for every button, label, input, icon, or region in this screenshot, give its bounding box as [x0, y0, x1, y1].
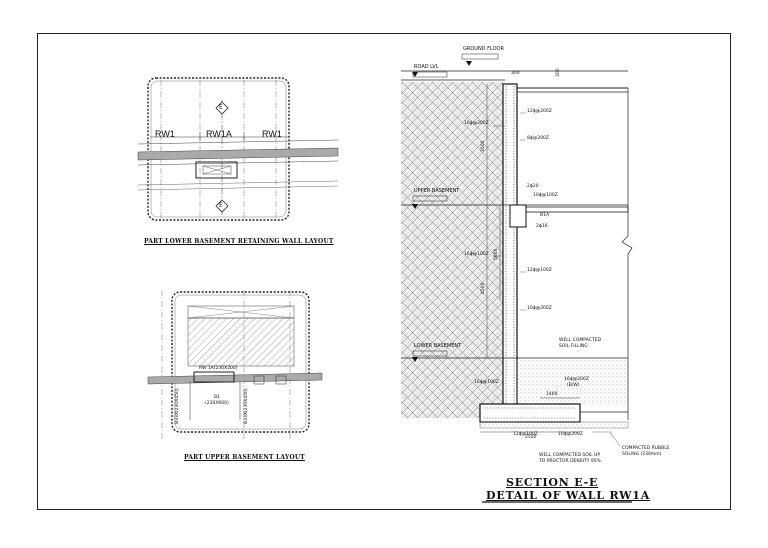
dim-2500: 2500	[525, 435, 537, 440]
note-rubble-2: SOLING (230mm)	[622, 452, 662, 457]
note-rubble-1: COMPACTED RUBBLE	[622, 446, 670, 451]
plan-lower-basement	[137, 77, 339, 221]
section-e-e	[401, 53, 633, 447]
rebar-label-1: 16ɸ@200Z	[464, 121, 489, 126]
rebar-label-10: 10ɸ@200Z	[527, 306, 552, 311]
note-compaction-2: TO PROCTOR DENSITY 95%	[539, 459, 601, 464]
rebar-label-12: 16ɸ@200Z	[564, 377, 589, 382]
lower-basement-label: LOWER BASEMENT	[414, 343, 462, 349]
rebar-label-2: 12ɸ@200Z	[527, 109, 552, 114]
wall-label-rw1a: RW1A	[206, 129, 232, 139]
road-level-label: ROAD LVL	[414, 64, 439, 70]
section-marker-label-bottom: E	[219, 202, 223, 209]
dim-4500: 4500	[481, 282, 486, 294]
rebar-label-6: B1A	[540, 213, 550, 218]
rebar-label-4: 2ɸ20	[527, 184, 539, 189]
rebar-label-9: 12ɸ@100Z	[527, 268, 552, 273]
rebar-label-13: 12ɸ@100Z	[513, 432, 538, 437]
section-marker-label-top: E	[219, 104, 223, 111]
section-marker-top	[215, 101, 229, 115]
upper-wall-tag: RW 1A(230X200)	[199, 366, 238, 371]
rebar-label-8: 16ɸ@100Z	[464, 252, 489, 257]
note-compaction-1: WELL COMPACTED SOIL UP	[539, 453, 601, 458]
rebar-label-3: 8ɸ@200Z	[527, 136, 550, 141]
upper-basement-label: UPPER BASEMENT	[414, 188, 460, 194]
section-title: SECTION E-E	[506, 476, 599, 489]
note-soil-filling-1: WELL COMPACTED	[559, 338, 601, 343]
lower-plan-title: PART LOWER BASEMENT RETAINING WALL LAYOU…	[144, 238, 334, 245]
detail-title: DETAIL OF WALL RW1A	[486, 489, 651, 502]
rebar-label-14: 10ɸ@200Z	[558, 432, 583, 437]
upper-col-left: B33X(230X450)	[175, 388, 180, 424]
note-soil-filling-2: SOIL FILLING	[559, 344, 588, 349]
ground-floor-label: GROUND FLOOR	[463, 46, 504, 52]
upper-beam-tag: B1	[214, 395, 220, 400]
ground-floor-marker	[466, 61, 472, 66]
upper-beam-size: (230X600)	[205, 401, 229, 406]
wall-label-rw1-right: RW1	[262, 129, 282, 139]
upper-basement-marker	[412, 204, 418, 209]
lower-basement-marker	[412, 357, 418, 362]
wall-label-rw1-left: RW1	[155, 129, 175, 139]
rebar-label-11: 16ɸ@100Z	[474, 380, 499, 385]
road-level-marker	[412, 72, 418, 77]
rebar-label-5: 10ɸ@100Z	[533, 193, 558, 198]
plan-upper-basement	[147, 290, 323, 440]
section-marker-bottom	[215, 199, 229, 213]
rebar-label-7: 2ɸ16	[536, 224, 548, 229]
upper-plan-title: PART UPPER BASEMENT LAYOUT	[184, 454, 305, 461]
dim-300-top: 300	[511, 71, 520, 76]
rebar-label-12b: (B/W)	[567, 383, 580, 388]
dim-3500: 3500	[481, 140, 486, 152]
dim-300-side: 300	[556, 68, 561, 77]
dim-1400: 1400	[546, 392, 558, 397]
upper-col-right: B33X(230X450)	[244, 388, 249, 424]
sheet-border	[37, 33, 731, 510]
dim-5000: 5000	[494, 248, 499, 260]
